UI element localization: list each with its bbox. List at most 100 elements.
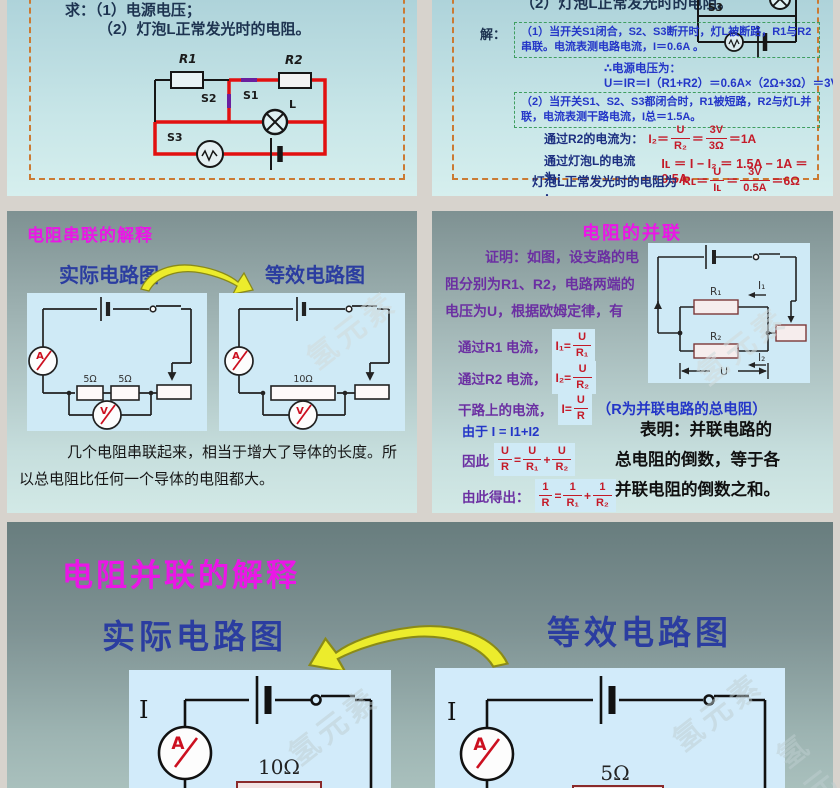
voltage-label: ∴电源电压为： — [604, 63, 682, 75]
slide-parallel-proof: 电阻的并联 证明：如图，设支路的电 阻分别为R1、R2，电路两端的 电压为U，根… — [432, 211, 833, 513]
solution-step2: （2）当开关S1、S2、S3都闭合时，R1被短路，R2与灯L并联，电流表测干路电… — [514, 92, 820, 128]
current-arrow-i1-icon — [748, 292, 766, 298]
circuit-fragment: S3 — [697, 0, 797, 58]
resistor-icon — [270, 385, 336, 401]
formula-label: 因此 — [462, 453, 489, 469]
battery-icon — [255, 676, 272, 724]
resistor-value: 10Ω — [258, 755, 300, 779]
label-s3: S3 — [708, 2, 723, 14]
battery-icon — [100, 297, 111, 321]
formula-label: 通过R2的电流为： — [544, 132, 644, 146]
svg-text:A: A — [36, 351, 44, 362]
label-r1: R₁ — [710, 286, 722, 298]
formula-row-lamp: 通过灯泡L的电流为： Iʟ ＝ I − I₂ ＝ 1.5A − 1A ＝ 0.5… — [544, 152, 833, 186]
battery-icon — [757, 26, 768, 58]
slide-title: 电阻并联的解释 — [62, 558, 300, 593]
resistor-value: 5Ω — [83, 374, 96, 385]
switch-icon — [149, 305, 157, 313]
series-note-line2: 以总电阻比任何一个导体的电阻都大。 — [19, 471, 275, 488]
conclusion-line2: 总电阻的倒数，等于各 — [615, 451, 780, 469]
rheostat-icon — [156, 384, 192, 400]
ammeter-icon: A — [459, 726, 515, 782]
label-i1: I₁ — [758, 280, 765, 292]
yellow-arrow-icon — [140, 264, 254, 295]
label-s3: S3 — [167, 131, 183, 144]
label-s1: S1 — [243, 89, 259, 102]
ammeter-icon — [196, 140, 224, 168]
circuit-panel-equivalent: A 5Ω I — [435, 668, 785, 788]
circuit-parallel-equivalent: A 5Ω I — [447, 676, 767, 788]
battery-icon — [599, 676, 616, 724]
problem-line-2: （2）灯泡L正常发光时的电阻。 — [98, 21, 311, 38]
resistor-r2-icon — [693, 343, 739, 359]
proof-intro-1: 证明：如图，设支路的电 — [485, 249, 639, 265]
svg-text:A: A — [473, 735, 487, 755]
slide-dashed-border — [452, 0, 819, 180]
battery-icon — [296, 297, 307, 321]
ammeter-icon: A — [224, 346, 254, 376]
resistor-value: 5Ω — [118, 374, 131, 385]
battery-icon — [270, 138, 283, 170]
label-r1: R1 — [179, 52, 197, 66]
label-u: U — [720, 365, 728, 378]
voltage-equation: U＝IR＝I（R1+R2）＝0.6A×（2Ω+3Ω）＝3V — [604, 78, 833, 90]
circuit-parallel-actual: A 10Ω I — [139, 676, 373, 788]
circuit-series-equivalent: A V 10Ω — [224, 297, 390, 430]
circuit-series-actual: A V 5Ω 5Ω — [28, 297, 192, 430]
rheostat-icon — [775, 301, 807, 342]
slide-dashed-border — [29, 0, 405, 180]
battery-icon — [705, 245, 716, 269]
yellow-arrow-icon — [307, 625, 510, 673]
label-r2: R₂ — [710, 331, 722, 343]
formula-label: 由此得出： — [462, 489, 530, 505]
label-actual-circuit: 实际电路图 — [59, 265, 159, 287]
resistor-r1-icon — [170, 71, 204, 89]
slide-problem: 求：（1）电源电压； （2）灯泡L正常发光时的电阻。 — [7, 0, 417, 196]
junction-dot — [342, 390, 348, 396]
svg-text:V: V — [100, 406, 108, 417]
u-dimension — [679, 363, 769, 379]
solution-step1: （1）当开关S1闭合，S2、S3断开时，灯L被断路，R1与R2串联。电流表测电路… — [514, 22, 820, 58]
svg-text:V: V — [296, 406, 304, 417]
circuit-panel-actual: A 10Ω I — [129, 670, 391, 788]
label-equivalent-circuit: 等效电路图 — [547, 614, 732, 651]
proof-intro-3: 电压为U，根据欧姆定律，有 — [445, 303, 624, 319]
label-equivalent-circuit: 等效电路图 — [265, 265, 365, 287]
formula-label: 通过R1 电流， — [458, 339, 547, 355]
label-s2: S2 — [201, 92, 217, 105]
ammeter-icon: A — [157, 725, 213, 781]
lamp-icon — [769, 0, 791, 10]
switch-icon — [345, 305, 353, 313]
circuit-panel-equivalent: A V 10Ω — [219, 293, 405, 431]
black-wire — [154, 79, 229, 122]
circuit-diagram-problem: R1 R2 S1 S2 S3 L — [153, 52, 327, 170]
since-line: 由于 I = I1+I2 — [462, 424, 540, 439]
label-lamp: L — [289, 98, 296, 111]
slide-title: 电阻的并联 — [582, 223, 682, 243]
label-actual-circuit: 实际电路图 — [102, 618, 287, 655]
formula: Iʟ ＝ I − I₂ ＝ 1.5A − 1A ＝ 0.5A — [661, 156, 808, 186]
circuit-panel-parallel: R₁ I₁ R₂ I₂ U — [648, 243, 810, 383]
resistor-value: 5Ω — [600, 761, 629, 785]
resistor-icon — [110, 385, 140, 401]
switch-icon — [227, 78, 257, 108]
switch-icon — [310, 694, 322, 706]
svg-text:A: A — [232, 351, 240, 362]
circuit-parallel-proof: R₁ I₁ R₂ I₂ U — [654, 245, 807, 379]
